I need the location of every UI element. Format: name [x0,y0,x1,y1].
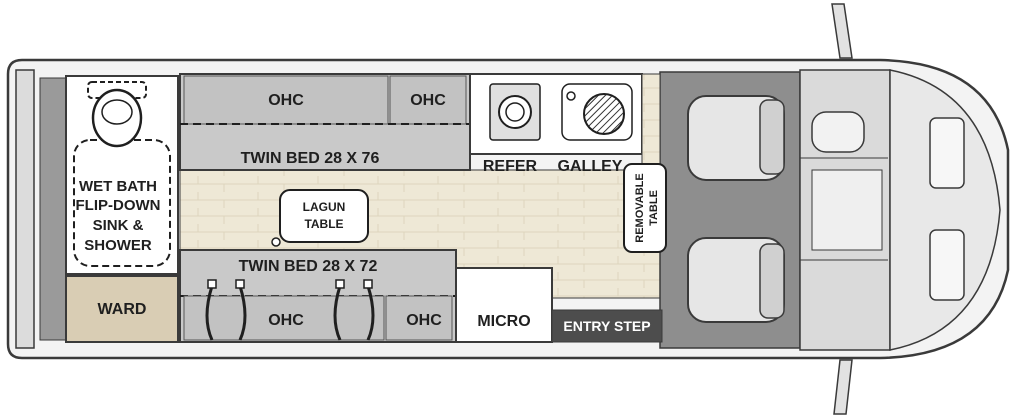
wet-bath-line-1: WET BATH [79,178,157,195]
headlight-upper [929,117,965,189]
headlight-lower [929,229,965,301]
stove-sink-icon [561,83,633,141]
ohc-top-right-label: OHC [410,92,446,109]
twin-bed-bottom-label: TWIN BED 28 X 72 [239,258,378,275]
ohc-top-right-box [389,75,467,125]
toilet-icon [87,81,147,148]
ohc-bottom-left-label: OHC [268,312,304,329]
hood [889,69,1001,351]
ohc-bottom-right-label: OHC [406,312,442,329]
refrigerator-icon [489,83,541,141]
microwave-cabinet [455,267,553,343]
lagun-table [279,189,369,243]
wet-bath-line-4: SHOWER [84,237,152,254]
entry-step-label: ENTRY STEP [563,318,650,334]
wardrobe-label: WARD [98,301,147,318]
lagun-table-line-1: LAGUN [303,200,346,214]
passenger-seat [687,237,785,323]
center-console [811,169,883,251]
lagun-table-post [271,237,281,247]
wardrobe [65,275,179,343]
lagun-table-line-2: TABLE [304,217,343,231]
removable-table-line-2: TABLE [648,190,660,226]
micro-label: MICRO [477,313,530,330]
entry-step [551,309,663,343]
twin-bed-top-label: TWIN BED 28 X 76 [241,150,380,167]
seatbelt-icon [333,279,375,341]
galley-back-strip [641,73,661,171]
steering-column [811,111,865,153]
ohc-top-left-label: OHC [268,92,304,109]
refer-label: REFER [483,158,538,175]
removable-table-line-1: REMOVABLE [634,173,646,242]
rear-doors-strip [39,77,67,341]
ohc-top-left-box [183,75,389,125]
bath-shower-outline [73,139,171,267]
wet-bath-line-3: SINK & [93,217,144,234]
mirror-bottom [833,359,853,415]
seatbelt-icon [205,279,247,341]
galley-label: GALLEY [558,158,623,175]
driver-seat [687,95,785,181]
removable-table [623,163,667,253]
wet-bath-line-2: FLIP-DOWN [76,197,161,214]
ohc-bottom-left-box [183,295,385,341]
rear-wall [15,69,35,349]
mirror-top [831,3,853,59]
ohc-bottom-right-box [385,295,453,341]
